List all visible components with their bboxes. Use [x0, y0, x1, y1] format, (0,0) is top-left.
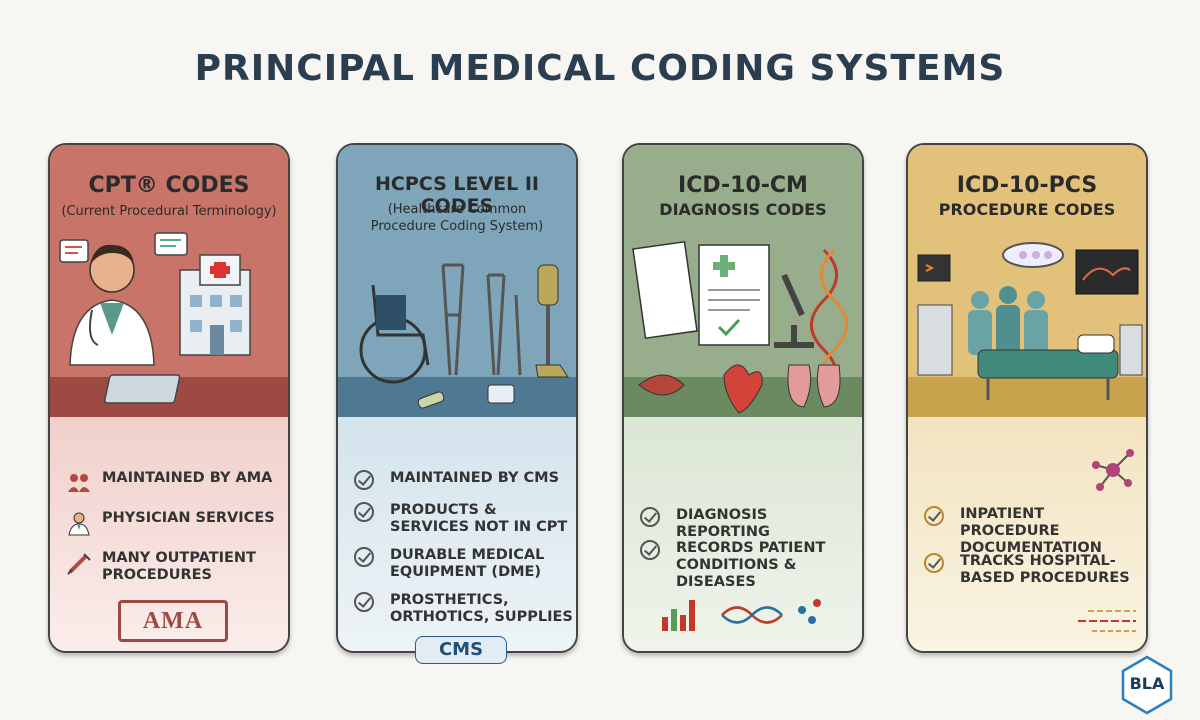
badge-text: BLA — [1129, 674, 1165, 693]
list-item: PRODUCTS & SERVICES NOT IN CPT — [354, 502, 569, 536]
check-icon — [354, 470, 380, 496]
item-label: RECORDS PATIENT CONDITIONS & DISEASES — [676, 540, 826, 590]
item-label: DURABLE MEDICAL EQUIPMENT (DME) — [390, 547, 545, 580]
card-subtitle: (Healthcare Common Procedure Coding Syst… — [370, 202, 544, 234]
illustration-platform — [908, 377, 1146, 417]
item-label: PHYSICIAN SERVICES — [102, 510, 275, 526]
card-hcpcs: HCPCS LEVEL II CODES (Healthcare Common … — [336, 143, 578, 653]
item-label: MAINTAINED BY AMA — [102, 470, 273, 486]
list-item: PROSTHETICS, ORTHOTICS, SUPPLIES — [354, 592, 576, 626]
item-label: MANY OUTPATIENT PROCEDURES — [102, 550, 256, 583]
hexagon-icon — [1121, 655, 1173, 715]
check-icon — [924, 553, 950, 579]
card-title: ICD-10-CM — [678, 173, 808, 198]
operating-room-illustration — [917, 242, 1143, 400]
ama-logo: AMA — [118, 600, 228, 642]
diagnosis-illustration — [632, 240, 848, 414]
syringe-icon — [66, 550, 92, 576]
card-subtitle: PROCEDURE CODES — [938, 200, 1116, 219]
item-label: MAINTAINED BY CMS — [390, 470, 560, 486]
card-title: ICD-10-PCS — [956, 173, 1098, 198]
card-body — [338, 415, 576, 651]
illustration-platform — [338, 377, 576, 417]
item-label: PRODUCTS & SERVICES NOT IN CPT — [390, 502, 568, 535]
check-icon — [354, 592, 380, 618]
check-icon — [924, 506, 950, 532]
card-icd10cm: ICD-10-CM DIAGNOSIS CODES DIAGNOSIS REPO… — [622, 143, 864, 653]
bla-badge: BLA — [1120, 655, 1174, 715]
doctor-icon — [66, 510, 92, 536]
list-item: RECORDS PATIENT CONDITIONS & DISEASES — [640, 540, 862, 591]
list-item: MANY OUTPATIENT PROCEDURES — [66, 550, 266, 584]
item-label: PROSTHETICS, ORTHOTICS, SUPPLIES — [390, 592, 573, 625]
people-icon — [66, 470, 92, 496]
item-label: INPATIENT PROCEDURE DOCUMENTATION — [960, 506, 1102, 556]
card-title: HCPCS LEVEL II CODES — [375, 173, 539, 217]
list-item: TRACKS HOSPITAL-BASED PROCEDURES — [924, 553, 1139, 587]
page-title: PRINCIPAL MEDICAL CODING SYSTEMS — [194, 48, 1006, 89]
physician-hospital-illustration — [59, 232, 251, 404]
list-item: PHYSICIAN SERVICES — [66, 510, 275, 536]
card-subtitle: (Current Procedural Terminology) — [61, 204, 277, 219]
list-item: MAINTAINED BY CMS — [354, 470, 559, 496]
card-body — [624, 415, 862, 651]
cms-logo: CMS — [415, 636, 507, 664]
medical-equipment-illustration — [359, 263, 569, 409]
card-subtitle: DIAGNOSIS CODES — [659, 200, 827, 219]
check-icon — [354, 547, 380, 573]
item-label: TRACKS HOSPITAL-BASED PROCEDURES — [960, 553, 1130, 586]
list-item: INPATIENT PROCEDURE DOCUMENTATION — [924, 506, 1139, 557]
list-item: MAINTAINED BY AMA — [66, 470, 272, 496]
card-cpt: CPT® CODES (Current Procedural Terminolo… — [48, 143, 290, 653]
card-body — [50, 415, 288, 651]
card-icd10pcs: ICD-10-PCS PROCEDURE CODES INPATIENT PRO… — [906, 143, 1148, 653]
list-item: DURABLE MEDICAL EQUIPMENT (DME) — [354, 547, 569, 581]
check-icon — [640, 540, 666, 566]
list-item: DIAGNOSIS REPORTING — [640, 507, 862, 541]
code-lines-decoration — [1078, 610, 1136, 632]
chart-dna-icons — [662, 599, 821, 631]
network-icon — [1092, 449, 1134, 491]
card-title: CPT® CODES — [88, 173, 250, 198]
check-icon — [640, 507, 666, 533]
check-icon — [354, 502, 380, 528]
item-label: DIAGNOSIS REPORTING — [676, 507, 770, 540]
